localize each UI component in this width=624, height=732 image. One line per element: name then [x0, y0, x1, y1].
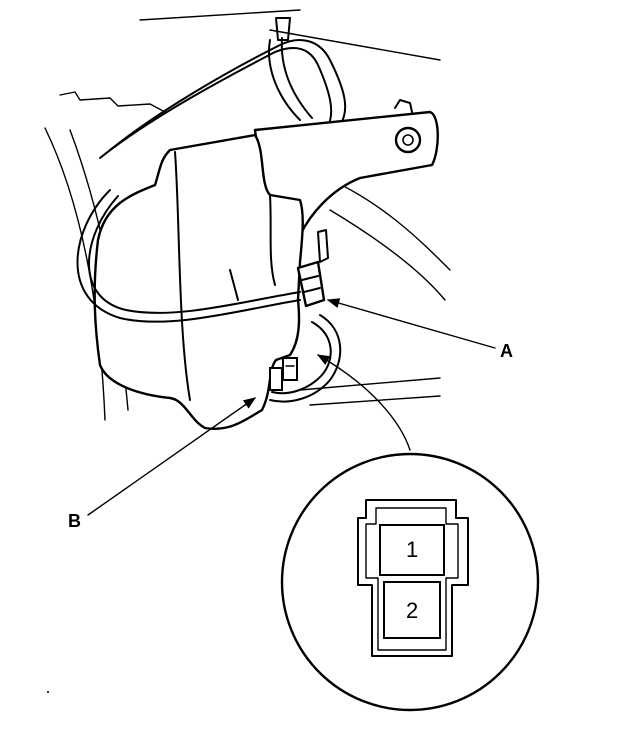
- pump-motor-connector: [296, 229, 329, 308]
- scan-speck: [47, 691, 49, 693]
- connector-detail-inset: 1 2: [280, 452, 540, 712]
- terminal-1-label: 1: [406, 537, 418, 562]
- callout-b: B: [68, 511, 81, 531]
- terminal-2: [383, 581, 441, 639]
- washer-reservoir-tank: [93, 133, 304, 430]
- terminal-2-label: 2: [406, 598, 418, 623]
- level-switch-connector: [269, 357, 298, 391]
- callout-a: A: [500, 341, 513, 361]
- leader-lines: [87, 298, 496, 516]
- terminal-1: [379, 524, 445, 576]
- washer-hose: [99, 17, 347, 159]
- wire-harness: [76, 189, 342, 403]
- mounting-bolt: [394, 126, 422, 154]
